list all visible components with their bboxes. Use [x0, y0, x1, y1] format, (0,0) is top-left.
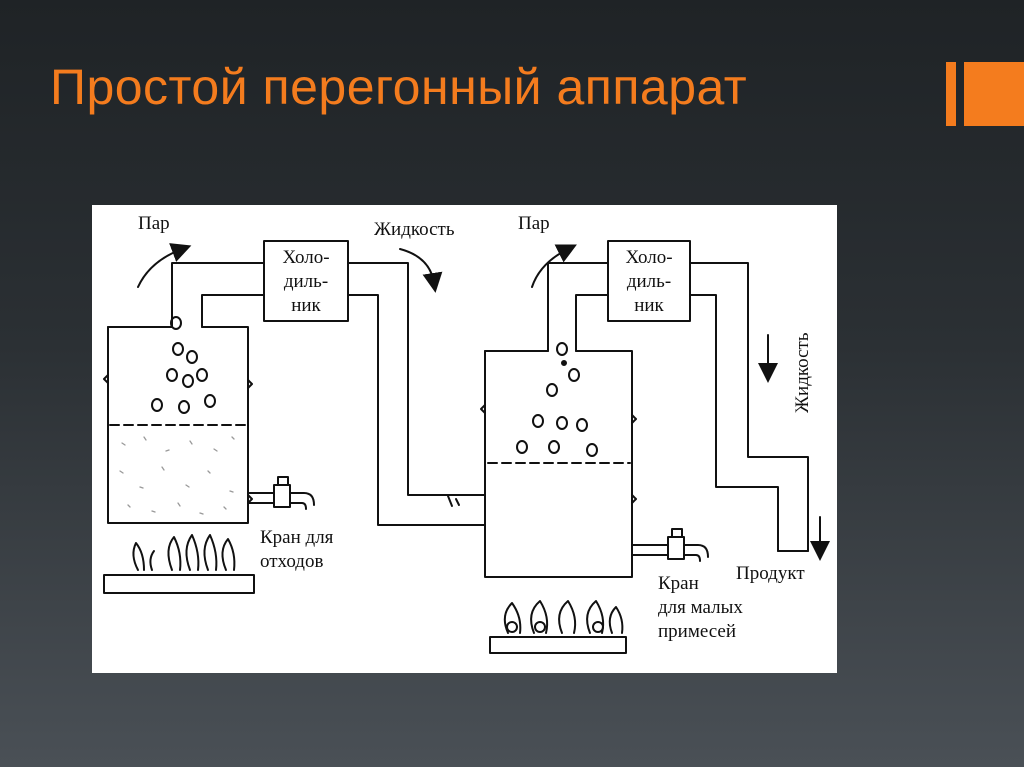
- vessel-1: [103, 262, 265, 524]
- liquid-label-2: Жидкость: [792, 332, 813, 413]
- burner-2-icon: [489, 600, 627, 654]
- product-pipe: [689, 262, 809, 552]
- vapor-label-2: Пар: [518, 213, 550, 234]
- liquid-label-1: Жидкость: [374, 219, 455, 240]
- tap-waste-label-line-1: Кран для: [260, 527, 334, 548]
- liquid-arrow-1: [399, 248, 443, 293]
- tap-impurities-label-line-2: для малых: [658, 597, 743, 618]
- cooler-1-label-line-3: ник: [291, 295, 321, 316]
- waste-liquid: [119, 436, 235, 515]
- vapor-label-1: Пар: [138, 213, 170, 234]
- cooler-1: [263, 240, 349, 322]
- cooler-2: [607, 240, 691, 322]
- tap-impurities-label-line-1: Кран: [658, 573, 699, 594]
- cooler-1-label-line-1: Холо-: [282, 247, 329, 268]
- title-accent-bar: [946, 62, 956, 126]
- cooler-2-label-line-3: ник: [634, 295, 664, 316]
- vapor-arrow-1: [137, 243, 192, 288]
- tap-impurities-label-line-3: примесей: [658, 621, 736, 642]
- title-accent-block: [964, 62, 1024, 126]
- cooler-1-label-line-2: диль-: [284, 271, 328, 292]
- tap-waste-label-line-2: отходов: [260, 551, 323, 572]
- distillation-diagram: Пар Холо- диль- ник Жидкость Пар Холо- д…: [92, 205, 837, 673]
- tap-impurities-icon: [631, 528, 709, 562]
- vessel-2: [480, 262, 637, 578]
- vapor-arrow-2: [531, 244, 577, 288]
- burner-1-icon: [103, 534, 255, 594]
- product-label: Продукт: [736, 563, 805, 584]
- cooler-2-label-line-2: диль-: [627, 271, 671, 292]
- tap-waste-icon: [247, 476, 315, 510]
- cooler-2-label-line-1: Холо-: [625, 247, 672, 268]
- pipe-1-2: [347, 262, 486, 526]
- slide-title: Простой перегонный аппарат: [50, 59, 748, 115]
